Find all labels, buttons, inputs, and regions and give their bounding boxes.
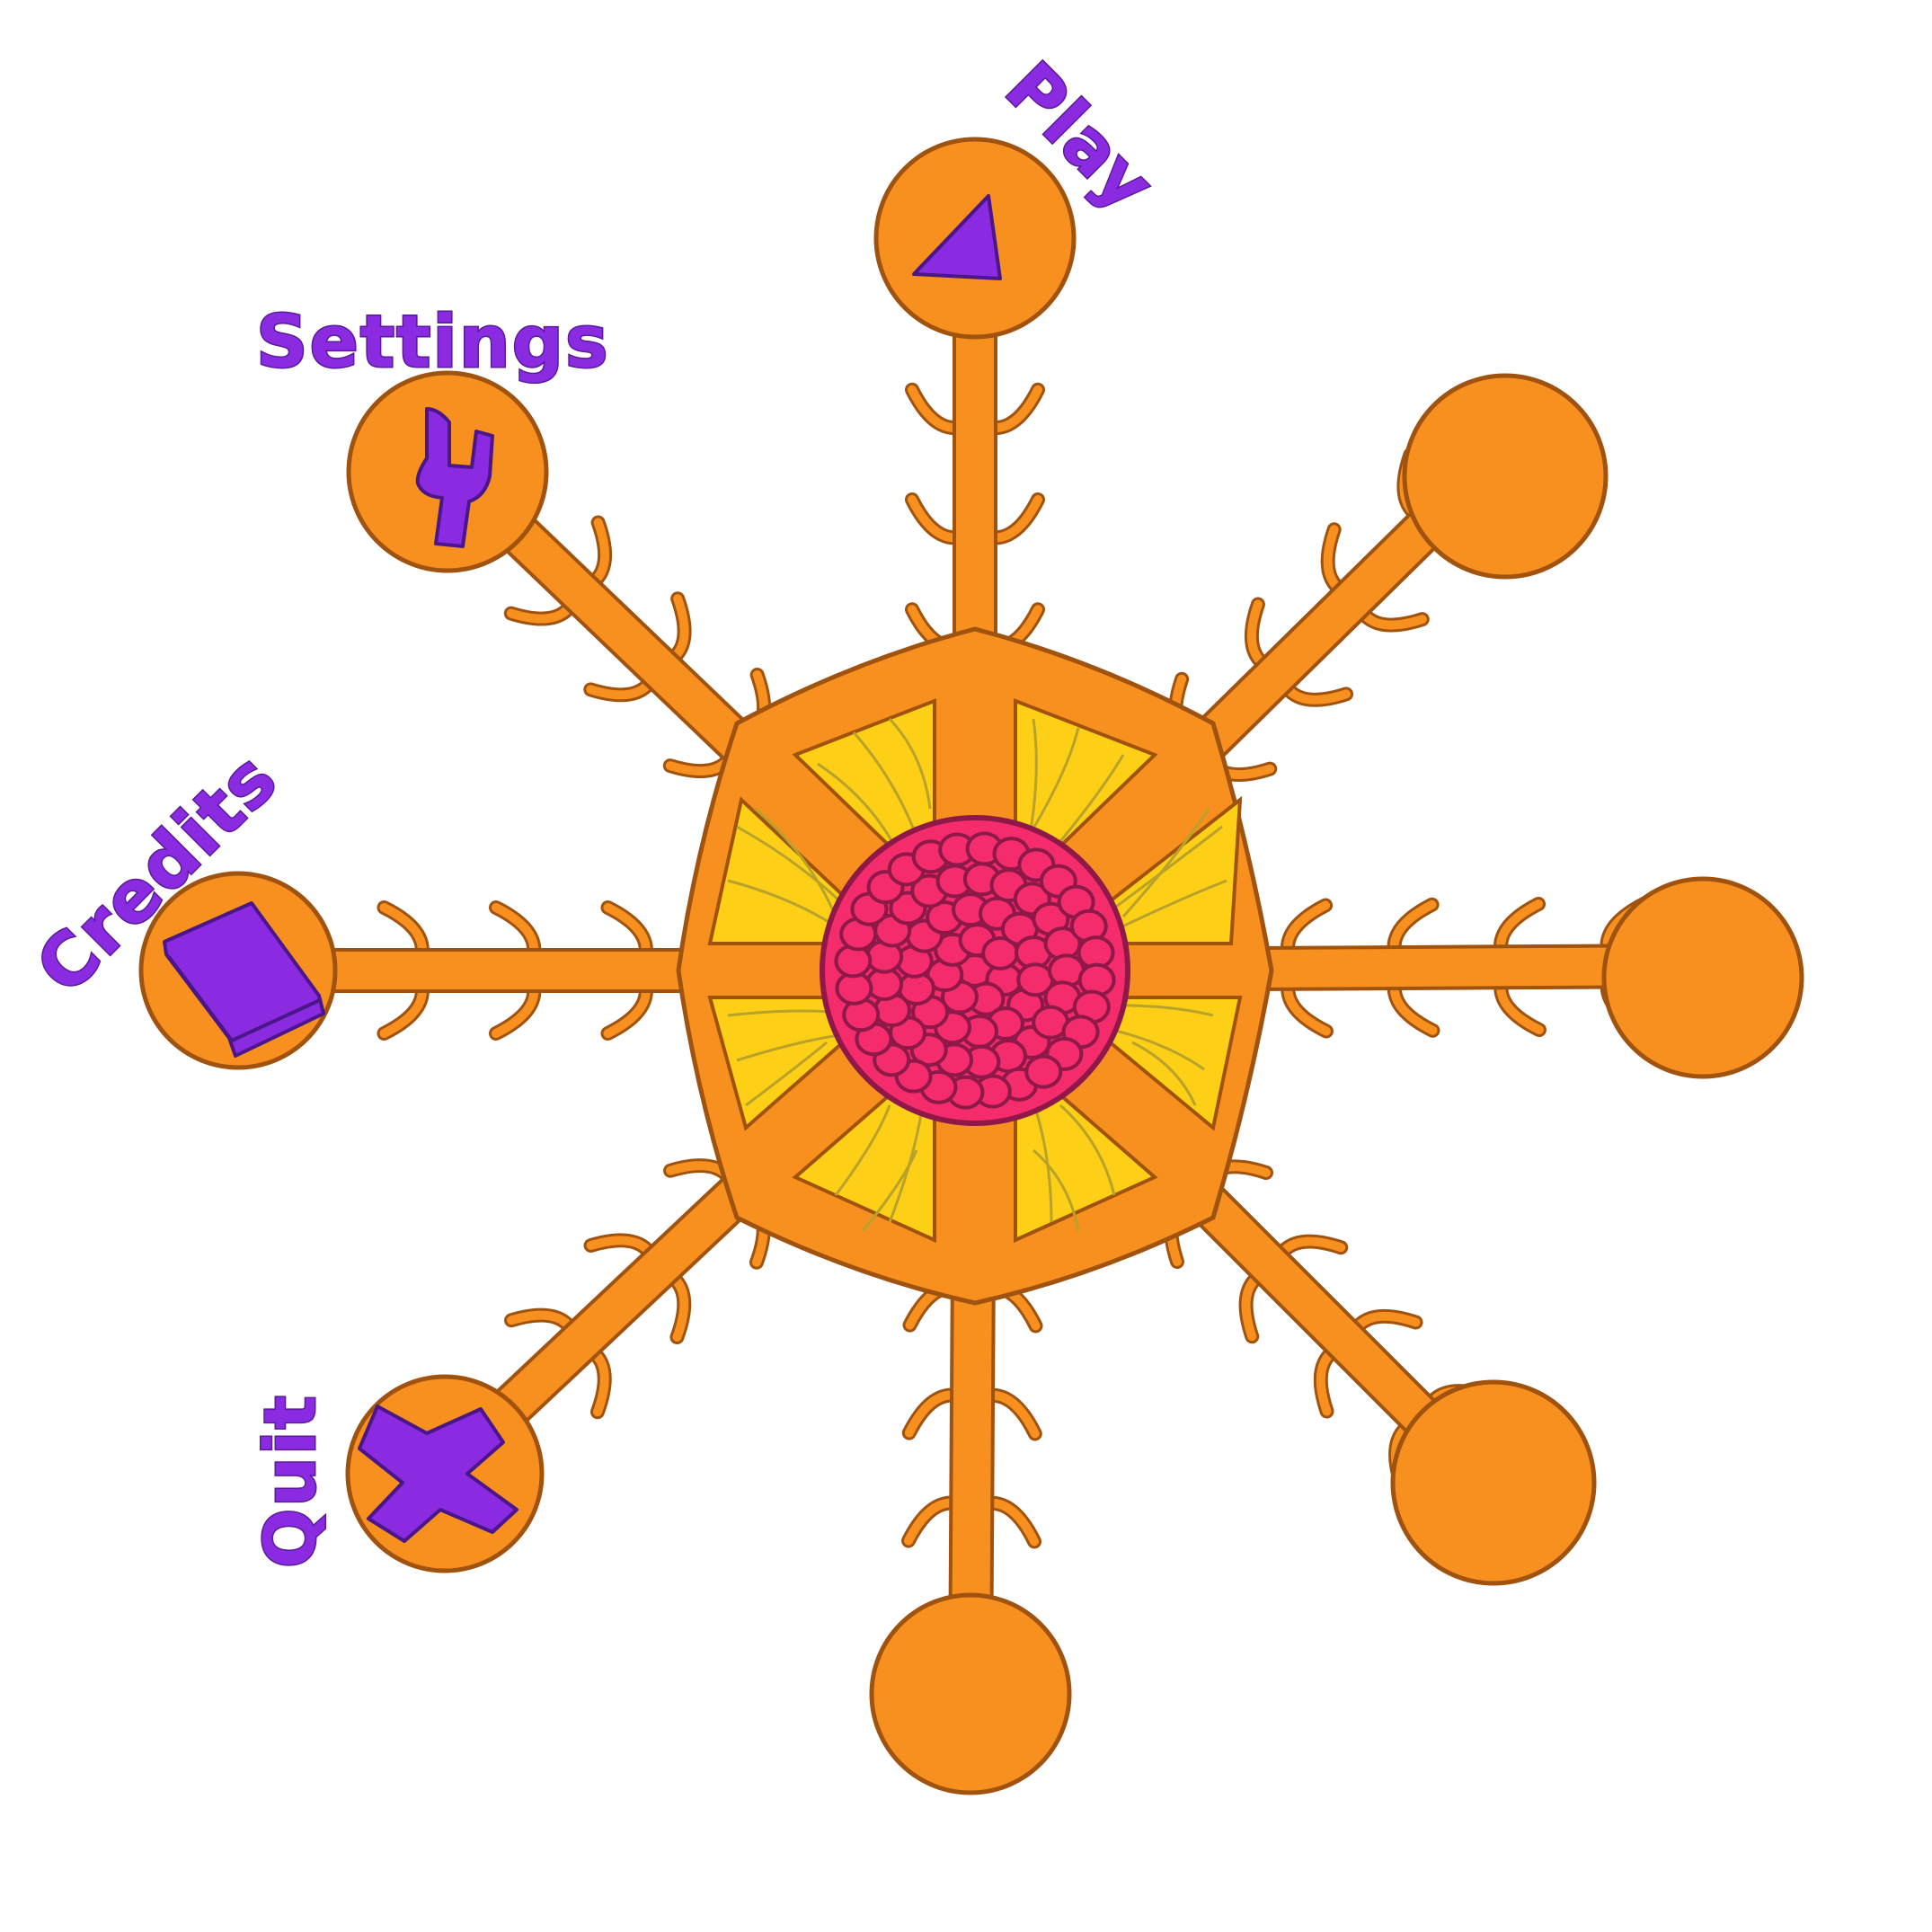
web-vein [1059, 1103, 1116, 1196]
settings-label[interactable]: Settings [255, 299, 610, 386]
web-vein [888, 717, 932, 810]
web-vein [1131, 1041, 1197, 1106]
node-up-right [1402, 373, 1609, 580]
core-cell [1024, 1054, 1063, 1089]
web-vein [834, 1104, 891, 1196]
book-icon[interactable] [163, 901, 325, 1058]
web-vein [754, 807, 837, 917]
x-icon[interactable] [358, 1405, 518, 1543]
neuron-core [820, 815, 1130, 1126]
play-triangle-icon[interactable] [912, 194, 1002, 280]
web-vein [861, 1149, 918, 1232]
web-vein [1032, 1148, 1080, 1232]
core-cells [834, 831, 1116, 1110]
node-right [1601, 876, 1804, 1079]
node-down-right [1390, 1379, 1597, 1586]
node-down [869, 1592, 1072, 1795]
wrench-icon[interactable] [415, 407, 494, 548]
web-vein [1027, 727, 1080, 837]
web-vein [745, 1041, 828, 1107]
web-vein [1121, 808, 1210, 917]
quit-label[interactable]: Quit [250, 1393, 333, 1570]
